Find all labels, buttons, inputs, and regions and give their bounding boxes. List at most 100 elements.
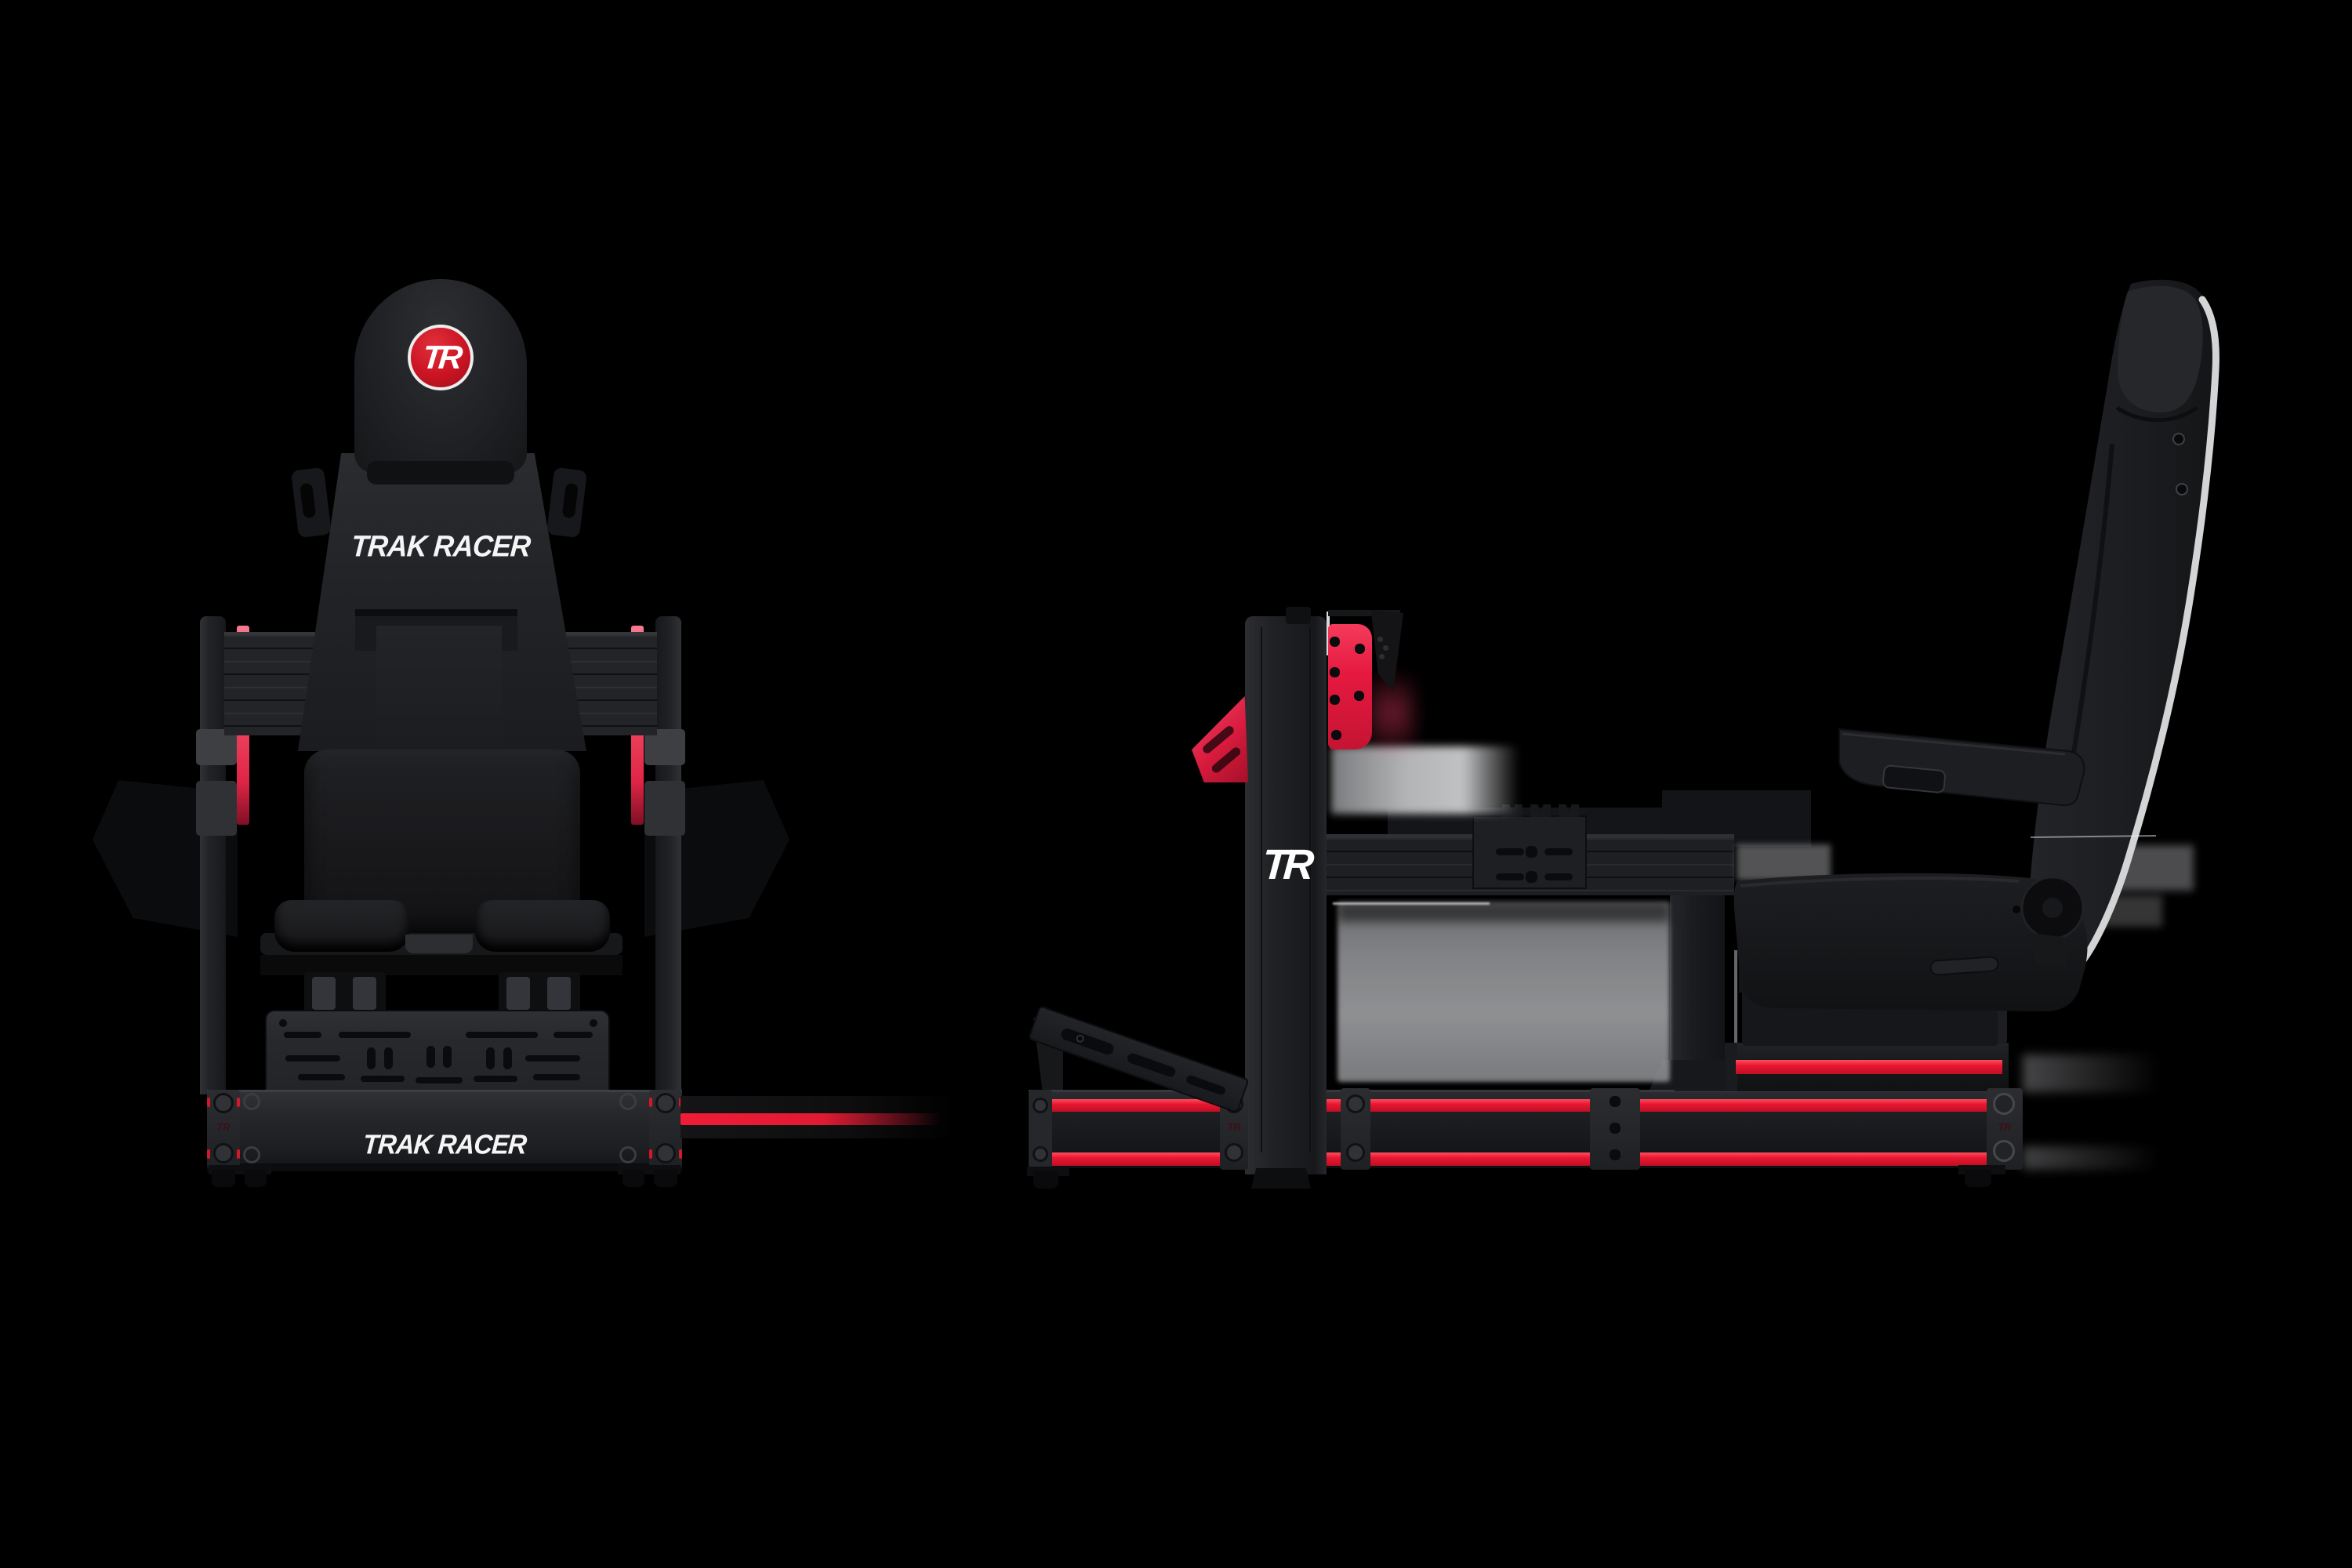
front-right-caster <box>654 1170 677 1187</box>
window-highlight-line <box>1333 902 1490 905</box>
plate-slot <box>1544 873 1573 880</box>
right-shadow-band <box>681 1096 955 1138</box>
front-base-bottom-lip <box>207 1163 682 1171</box>
connector-bolt <box>1033 1098 1048 1113</box>
base-bolt-ring <box>243 1146 260 1163</box>
vent-slot <box>367 1047 376 1069</box>
red-accent-dot <box>237 1098 240 1107</box>
hook-hole <box>1377 637 1383 642</box>
vent-slot <box>554 1032 593 1038</box>
vent-slot <box>416 1077 463 1083</box>
connector-mark: TR <box>1227 1121 1241 1133</box>
hook-hole <box>1383 645 1388 651</box>
backrest-seam <box>2066 443 2114 786</box>
seat-latch-tab <box>405 935 473 953</box>
bracket-block <box>312 977 336 1010</box>
end-cap-bolt <box>1993 1093 2015 1115</box>
frame-window-haze-top-shadow <box>1338 902 1670 922</box>
vent-slot <box>525 1055 580 1062</box>
hook-hole <box>1379 654 1385 659</box>
vent-slot <box>474 1076 517 1082</box>
bracket-bolt <box>1330 667 1340 677</box>
vent-slot <box>384 1047 393 1069</box>
cap-bolt <box>213 1093 234 1113</box>
rail-connector-centre <box>1590 1088 1640 1170</box>
rail-end-cap: TR <box>1987 1088 2023 1170</box>
side-right-caster <box>1965 1170 1991 1187</box>
vent-slot <box>284 1032 321 1038</box>
backrest-centre-column <box>376 626 502 759</box>
side-left-caster <box>1033 1171 1058 1189</box>
plate-slot <box>1496 873 1524 880</box>
bracket-bolt <box>1330 637 1340 647</box>
seat-headrest-pillow <box>2118 285 2203 413</box>
front-left-caster <box>245 1170 267 1187</box>
side-seat-graphic <box>1733 279 2220 1011</box>
backrest-bolt <box>2176 483 2188 495</box>
base-bolt-ring <box>619 1146 637 1163</box>
seat-step-red-stripe <box>1736 1060 2002 1074</box>
post-foot-wedge <box>1251 1168 1311 1189</box>
left-bolster-cushion <box>274 900 409 952</box>
base-right-haze-upper <box>2023 1054 2160 1092</box>
armrest-highlight <box>1842 732 2066 756</box>
plate-hole <box>1526 871 1537 883</box>
connector-mark: TR <box>1998 1121 2012 1133</box>
left-seat-bracket <box>304 972 386 1014</box>
connector-bolt <box>1346 1143 1365 1162</box>
rear-support-column <box>1670 891 1725 1088</box>
plate-slot <box>1496 848 1524 855</box>
base-bolt-ring <box>243 1093 260 1110</box>
seat-cushion-profile <box>1733 873 2088 1011</box>
vent-slot <box>503 1047 512 1069</box>
left-upright-rail <box>200 616 226 1094</box>
bracket-top-bar <box>1328 610 1400 616</box>
left-upright-clamp-lower <box>196 781 237 836</box>
end-cap-bolt <box>1993 1140 2015 1162</box>
red-accent-dot <box>649 1149 652 1159</box>
under-cushion-haze <box>1737 844 1831 880</box>
bracket-bolt <box>1354 691 1364 701</box>
right-upright-rail <box>655 616 681 1094</box>
base-bolt-ring <box>619 1093 637 1110</box>
red-accent-dot <box>237 1149 240 1159</box>
vent-slot <box>285 1055 340 1062</box>
rail-connector <box>1341 1088 1370 1170</box>
armrest-latch <box>1882 764 1946 793</box>
bracket-bolt <box>1330 695 1340 705</box>
vent-slot <box>426 1046 435 1068</box>
red-accent-dot <box>649 1098 652 1107</box>
connector-bolt <box>1033 1146 1048 1162</box>
post-groove <box>1309 627 1311 1152</box>
front-left-caster <box>212 1170 235 1187</box>
red-accent-dot <box>207 1098 210 1107</box>
bracket-bolt <box>1331 730 1341 740</box>
rail-left-end <box>1029 1090 1052 1168</box>
bracket-block <box>547 977 571 1010</box>
red-accent-dot <box>679 1149 682 1159</box>
front-right-caster <box>622 1170 644 1187</box>
front-base-rail <box>207 1090 682 1168</box>
hinge-bolt <box>2013 906 2020 913</box>
wheel-bracket-red-plate <box>1328 624 1372 750</box>
bracket-block <box>353 977 376 1010</box>
plate-screw <box>590 1019 597 1027</box>
bracket-bolt <box>1355 644 1365 654</box>
bracket-block <box>506 977 530 1010</box>
front-post: TR <box>1245 616 1327 1174</box>
base-right-haze-lower <box>2023 1146 2160 1170</box>
cap-bolt <box>655 1143 676 1163</box>
vent-slot <box>486 1047 495 1069</box>
pillow-seam <box>2115 405 2198 423</box>
right-upright-clamp-lower <box>644 781 685 836</box>
frame-window-haze <box>1338 902 1670 1082</box>
connector-hole <box>1610 1123 1621 1134</box>
seat-reflection-line <box>2030 835 2157 838</box>
vent-slot <box>339 1032 411 1038</box>
slider-highlight-line <box>1734 950 1737 1043</box>
recline-hinge-hub <box>2042 898 2063 918</box>
plate-slot <box>1544 848 1573 855</box>
